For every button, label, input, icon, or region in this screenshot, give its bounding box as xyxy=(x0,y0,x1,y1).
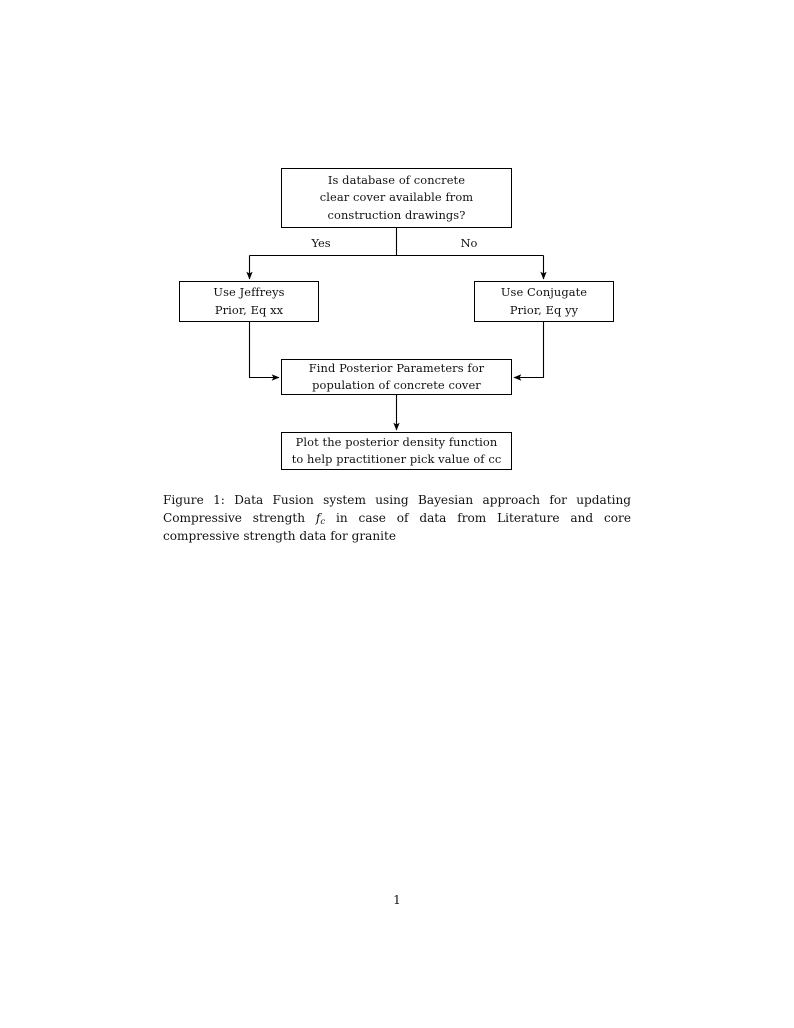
connector-jeffreys-to-posterior xyxy=(248,322,280,381)
flow-node-conjugate-prior: Use Conjugate Prior, Eq yy xyxy=(474,281,614,322)
connector-conjugate-to-posterior xyxy=(513,322,545,381)
caption-prefix: Figure 1: xyxy=(163,493,225,507)
caption-math-subscript: c xyxy=(320,516,326,527)
flow-node-posterior-line-2: population of concrete cover xyxy=(312,378,481,392)
flow-node-jeffreys-prior: Use Jeffreys Prior, Eq xx xyxy=(179,281,319,322)
flow-edge-label-no: No xyxy=(460,236,478,250)
figure-caption: Figure 1: Data Fusion system using Bayes… xyxy=(163,492,631,546)
caption-text-after-math: in case of data from Literature and core… xyxy=(163,510,631,544)
flow-node-decision-line-2: clear cover available from xyxy=(319,190,474,205)
flow-node-jeffreys-line-1: Use Jeffreys xyxy=(213,285,285,300)
flow-node-posterior-line-1: Find Posterior Parameters for xyxy=(308,360,485,375)
flow-node-find-posterior-parameters: Find Posterior Parameters for population… xyxy=(281,359,512,395)
flow-node-plot-posterior-density: Plot the posterior density function to h… xyxy=(281,432,512,470)
flow-edge-label-yes: Yes xyxy=(311,236,331,250)
flow-node-decision-line-1: Is database of concrete xyxy=(327,173,466,187)
caption-math-symbol: f xyxy=(315,510,321,525)
flow-node-plot-line-1: Plot the posterior density function xyxy=(295,434,498,449)
flow-node-conjugate-line-2: Prior, Eq yy xyxy=(509,302,579,317)
figure-flowchart: Is database of concrete clear cover avai… xyxy=(0,0,794,490)
flow-node-plot-line-2: to help practitioner pick value of cc xyxy=(291,452,502,466)
caption-text-before-math: Data Fusion system using Bayesian approa… xyxy=(163,493,631,525)
flowchart-connectors xyxy=(246,228,547,431)
flow-node-conjugate-line-1: Use Conjugate xyxy=(500,285,588,300)
flow-node-decision-database: Is database of concrete clear cover avai… xyxy=(281,168,512,228)
flow-node-decision-line-3: construction drawings? xyxy=(327,207,466,222)
flow-node-jeffreys-line-2: Prior, Eq xx xyxy=(214,302,284,317)
page-number: 1 xyxy=(393,893,401,907)
